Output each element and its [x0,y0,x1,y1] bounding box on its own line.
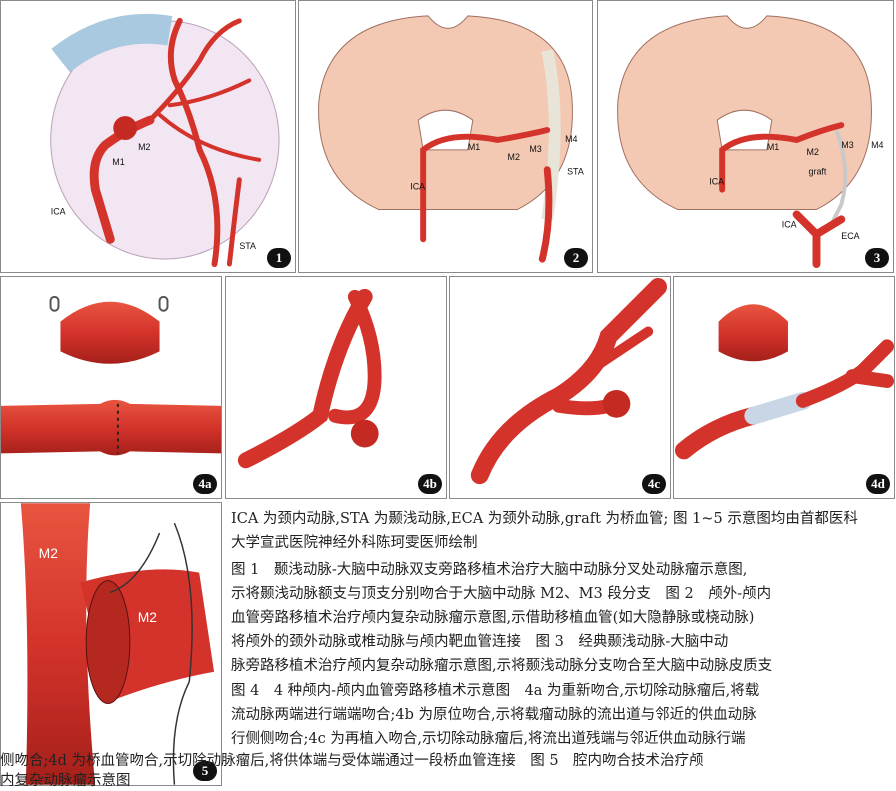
figure-number-badge: 5 [193,761,217,781]
caption-line: 内复杂动脉瘤示意图 [0,773,131,789]
caption-line: 示将颞浅动脉额支与顶支分别吻合于大脑中动脉 M2、M3 段分支 图 2 颅外-颅… [231,586,772,602]
figure-4d-panel: 4d [673,276,895,499]
figure-number-badge: 3 [865,248,889,268]
classic-sta-mca-bypass-illustration: M1 M2 M3 M4 ICA graft ICA ECA [617,15,884,269]
figure-1-panel: M2 M1 ICA STA 1 [0,0,296,273]
label-ica: ICA [709,177,724,187]
figure-number-badge: 4c [642,474,666,494]
figure-5-panel: M2 M2 5 [0,502,222,786]
label-m4: M4 [871,140,883,150]
caption-line: ICA 为颈内动脉,STA 为颞浅动脉,ECA 为颈外动脉,graft 为桥血管… [231,511,858,527]
label-m2-upper: M2 [39,545,59,561]
label-sta: STA [567,167,584,177]
caption-line: 侧吻合;4d 为桥血管吻合,示切除动脉瘤后,将供体端与受体端通过一段桥血管连接 … [0,753,704,769]
figure-number-badge: 4a [193,474,217,494]
label-m4: M4 [565,134,577,144]
caption-line: 行侧侧吻合;4c 为再植入吻合,示切除动脉瘤后,将流出道残端与邻近供血动脉行端 [231,731,746,747]
figure-4a-panel: 4a [0,276,222,499]
label-ica: ICA [410,182,425,192]
in-situ-anastomosis-illustration [237,288,382,469]
figure-number-badge: 2 [564,248,588,268]
caption-line: 血管旁路移植术治疗颅内复杂动脉瘤示意图,示借助移植血管(如大隐静脉或桡动脉) [231,610,755,626]
caption-line: 脉旁路移植术治疗颅内复杂动脉瘤示意图,示将颞浅动脉分支吻合至大脑中动脉皮质支 [231,658,773,674]
figure-number-badge: 1 [267,248,291,268]
figure-number-badge: 4b [418,474,442,494]
ec-ic-bypass-illustration: M1 M2 M3 M4 STA ICA [318,15,584,263]
figure-number-badge: 4d [866,474,890,494]
caption-line: 将颅外的颈外动脉或椎动脉与颅内靶血管连接 图 3 经典颞浅动脉-大脑中动 [231,634,729,650]
caption-line: 图 4 4 种颅内-颅内血管旁路移植术示意图 4a 为重新吻合,示切除动脉瘤后,… [231,683,760,699]
caption-line: 大学宣武医院神经外科陈珂雯医师绘制 [231,535,478,551]
label-eca: ECA [841,231,859,241]
caption-line: 图 1 颞浅动脉-大脑中动脉双支旁路移植术治疗大脑中动脉分叉处动脉瘤示意图, [231,562,748,578]
figure-4c-panel: 4c [449,276,671,499]
label-m2-lower: M2 [138,609,158,625]
caption-line: 流动脉两端进行端端吻合;4b 为原位吻合,示将载瘤动脉的流出道与邻近的供血动脉 [231,707,757,723]
label-ica-lower: ICA [782,219,797,229]
label-m2: M2 [138,142,150,152]
interposition-graft-illustration [674,304,894,460]
label-m1: M1 [112,157,124,167]
label-m1: M1 [468,142,480,152]
label-m3: M3 [529,144,541,154]
label-sta: STA [239,241,256,251]
label-graft: graft [809,167,827,177]
reimplantation-illustration [470,277,668,485]
figure-3-panel: M1 M2 M3 M4 ICA graft ICA ECA 3 [597,0,894,273]
label-m2: M2 [508,152,520,162]
figure-2-panel: M1 M2 M3 M4 STA ICA 2 [298,0,593,273]
reanastomosis-illustration [1,295,221,456]
figure-4b-panel: 4b [225,276,447,499]
label-ica: ICA [51,206,66,216]
label-m3: M3 [841,140,853,150]
label-m2: M2 [807,147,819,157]
label-m1: M1 [767,142,779,152]
sta-mca-bypass-illustration: M2 M1 ICA STA [50,13,280,268]
intraluminal-anastomosis-illustration: M2 M2 [20,503,215,785]
